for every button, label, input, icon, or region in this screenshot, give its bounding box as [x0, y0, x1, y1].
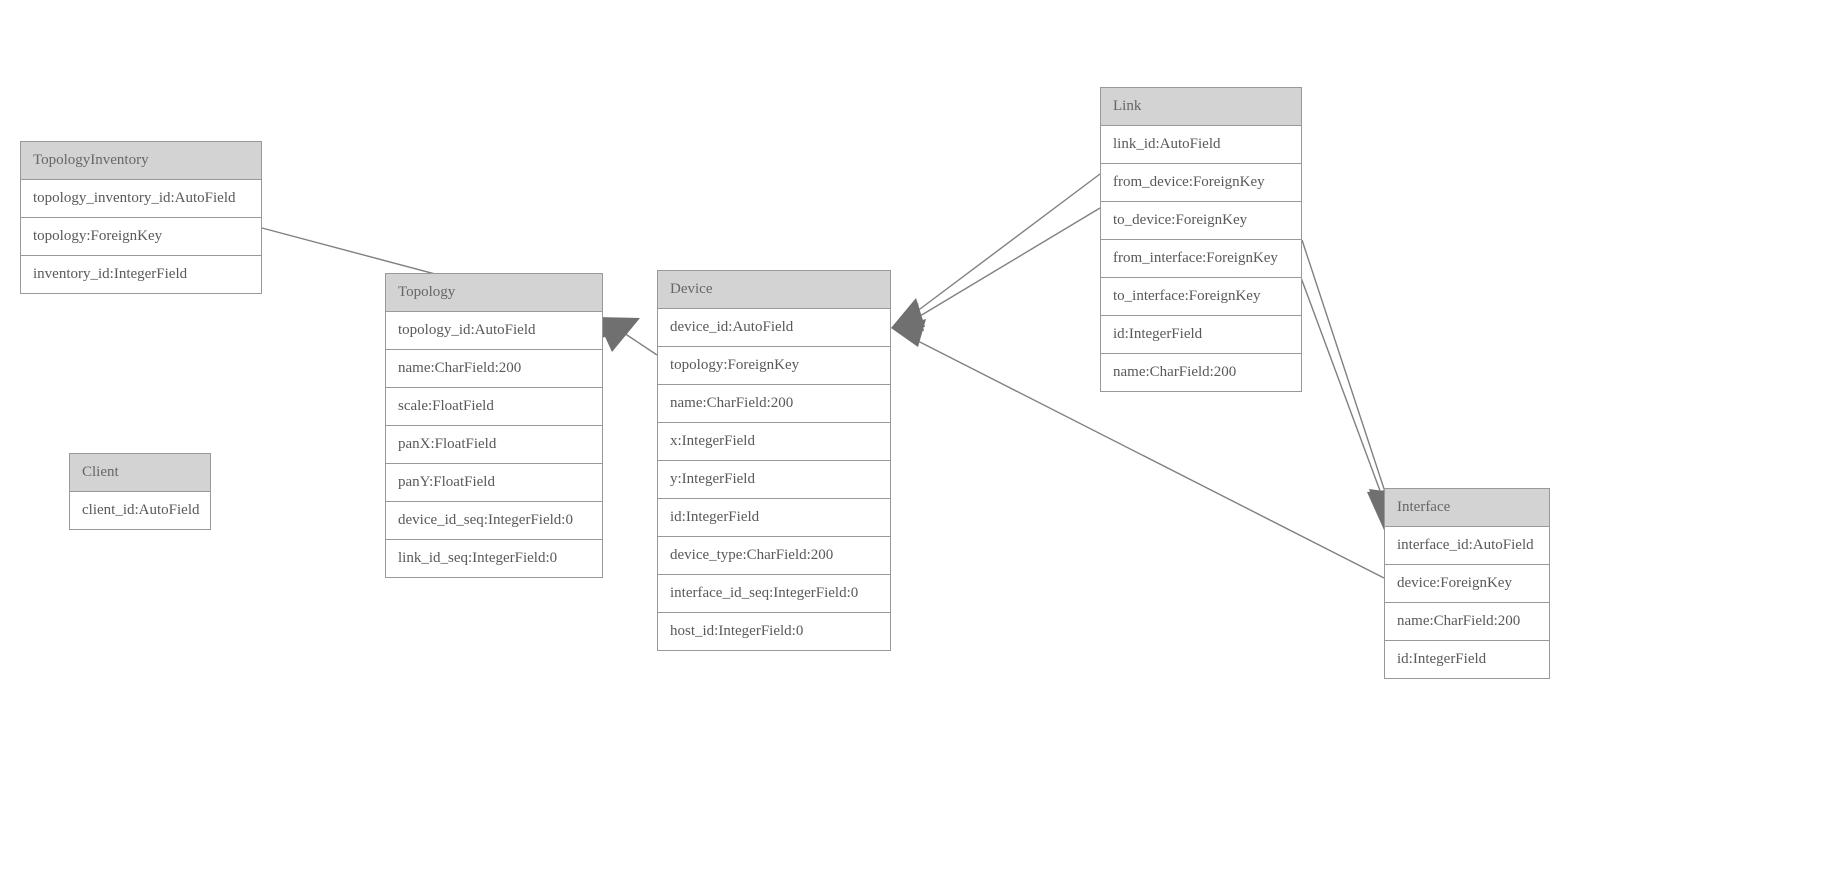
entity-device-field-x: x:IntegerField: [658, 423, 890, 461]
entity-link-field-name: name:CharField:200: [1101, 354, 1301, 391]
entity-link-field-link_id: link_id:AutoField: [1101, 126, 1301, 164]
entity-link-field-from_device: from_device:ForeignKey: [1101, 164, 1301, 202]
edge-link-from-device: [891, 173, 1101, 328]
entity-interface-field-name: name:CharField:200: [1385, 603, 1549, 641]
entity-client-field-client_id: client_id:AutoField: [70, 492, 210, 529]
entity-link-field-from_interface: from_interface:ForeignKey: [1101, 240, 1301, 278]
entity-topology[interactable]: Topology topology_id:AutoField name:Char…: [385, 273, 603, 578]
entity-interface-title: Interface: [1385, 489, 1549, 527]
entity-topology-field-pany: panY:FloatField: [386, 464, 602, 502]
entity-interface-field-device: device:ForeignKey: [1385, 565, 1549, 603]
edge-link-to-device: [891, 207, 1101, 331]
entity-device-field-y: y:IntegerField: [658, 461, 890, 499]
entity-topologyinventory-field-inventory_id: inventory_id:IntegerField: [21, 256, 261, 293]
entity-interface-field-interface_id: interface_id:AutoField: [1385, 527, 1549, 565]
entity-link[interactable]: Link link_id:AutoField from_device:Forei…: [1100, 87, 1302, 392]
entity-topologyinventory-field-topology: topology:ForeignKey: [21, 218, 261, 256]
entity-topology-field-topology_id: topology_id:AutoField: [386, 312, 602, 350]
entity-device-field-device_id: device_id:AutoField: [658, 309, 890, 347]
entity-topology-field-link_id_seq: link_id_seq:IntegerField:0: [386, 540, 602, 577]
entity-topology-title: Topology: [386, 274, 602, 312]
entity-device-title: Device: [658, 271, 890, 309]
entity-topology-field-name: name:CharField:200: [386, 350, 602, 388]
entity-topologyinventory-title: TopologyInventory: [21, 142, 261, 180]
entity-topology-field-device_id_seq: device_id_seq:IntegerField:0: [386, 502, 602, 540]
entity-client[interactable]: Client client_id:AutoField: [69, 453, 211, 530]
edge-link-from-interface: [1301, 239, 1399, 530]
entity-topology-field-scale: scale:FloatField: [386, 388, 602, 426]
edge-device-topology: [596, 317, 658, 356]
entity-device[interactable]: Device device_id:AutoField topology:Fore…: [657, 270, 891, 651]
edge-link-to-interface: [1299, 274, 1397, 530]
entity-link-title: Link: [1101, 88, 1301, 126]
entity-link-field-to_interface: to_interface:ForeignKey: [1101, 278, 1301, 316]
entity-link-field-to_device: to_device:ForeignKey: [1101, 202, 1301, 240]
entity-topology-field-panx: panX:FloatField: [386, 426, 602, 464]
entity-topologyinventory[interactable]: TopologyInventory topology_inventory_id:…: [20, 141, 262, 294]
entity-device-field-id: id:IntegerField: [658, 499, 890, 537]
entity-device-field-name: name:CharField:200: [658, 385, 890, 423]
entity-interface-field-id: id:IntegerField: [1385, 641, 1549, 678]
entity-interface[interactable]: Interface interface_id:AutoField device:…: [1384, 488, 1550, 679]
entity-client-title: Client: [70, 454, 210, 492]
entity-topologyinventory-field-topology_inventory_id: topology_inventory_id:AutoField: [21, 180, 261, 218]
entity-device-field-device_type: device_type:CharField:200: [658, 537, 890, 575]
entity-device-field-interface_id_seq: interface_id_seq:IntegerField:0: [658, 575, 890, 613]
entity-link-field-id: id:IntegerField: [1101, 316, 1301, 354]
entity-device-field-host_id: host_id:IntegerField:0: [658, 613, 890, 650]
entity-device-field-topology: topology:ForeignKey: [658, 347, 890, 385]
